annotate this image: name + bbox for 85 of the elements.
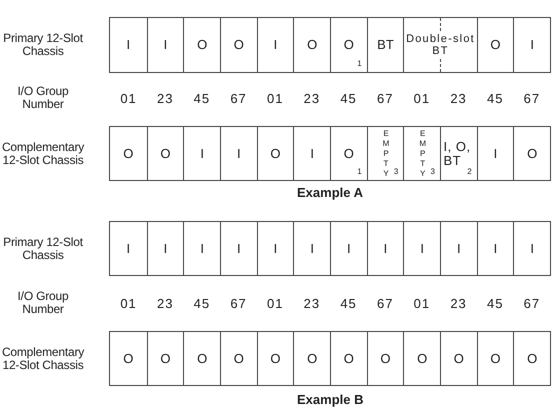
module-label: I [530,242,534,256]
module-label: O [344,352,354,366]
group-number: 01 [414,90,430,106]
module-label: O [307,38,318,52]
module-label: O [344,146,354,160]
module-label: I [237,242,241,256]
module-label: I, O, BT [444,140,472,168]
footnote-number: 1 [357,59,362,68]
module-label: O [454,352,464,366]
module-label: O [307,352,318,366]
chassis-label: Complementary 12-Slot Chassis [0,346,86,372]
row-label: I/O Group Number [16,85,70,111]
module-label: I [457,242,461,256]
group-number: 67 [524,296,540,310]
module-label: O [234,38,244,52]
module-label: I [237,146,241,160]
module-label: O [527,146,538,160]
module-label: I [384,242,388,256]
module-label: I [200,242,204,256]
footnote-number: 2 [467,167,472,176]
module-label: O [380,352,391,366]
module-label: O [197,38,208,52]
module-label: I [274,38,278,52]
group-number: 45 [487,296,504,310]
group-number: 67 [230,296,247,310]
group-number: 67 [524,90,540,106]
group-number: 01 [267,296,284,310]
module-label: O [527,352,538,366]
module-label: I [164,38,168,52]
group-number: 23 [304,296,320,310]
chassis-slot [403,18,477,72]
group-number: 01 [120,296,137,310]
footnote-number: 3 [394,167,398,176]
group-number: 23 [304,90,320,106]
module-label: I [126,242,130,256]
example-caption: Example B [297,392,364,406]
module-label: BT [377,38,394,52]
chassis-label: Primary 12-Slot Chassis [2,32,84,58]
footnote-number: 1 [357,167,362,176]
module-label: O [270,352,281,366]
example-caption: Example A [297,184,363,200]
group-number: 01 [267,90,284,106]
module-label: O [123,146,134,160]
module-label: O [344,38,354,52]
row-label: I/O Group Number [16,290,70,316]
group-number: 45 [194,296,210,310]
module-label: O [270,146,281,160]
module-label: I [494,146,498,160]
group-number: 45 [340,296,357,310]
module-label: O [197,352,208,366]
module-label: I [530,38,534,52]
module-label: I [347,242,351,256]
group-number: 01 [120,90,137,106]
module-label: I [420,242,424,256]
module-label: O [490,352,501,366]
module-label: O [160,352,171,366]
group-number: 23 [450,90,467,106]
group-number: 45 [340,90,357,106]
module-label: I [310,146,314,160]
group-number: 45 [194,90,210,106]
chassis-label: Primary 12-Slot Chassis [2,236,84,262]
group-number: 67 [377,90,394,106]
group-number: 01 [414,296,430,310]
group-number: 67 [377,296,394,310]
module-label: I [126,38,130,52]
module-label: O [123,352,134,366]
module-label: EMPTY [418,128,426,178]
module-label: O [417,352,428,366]
group-number: 23 [157,296,174,310]
module-label: I [164,242,168,256]
module-label: Double-slot BT [405,33,476,57]
module-label: I [200,146,204,160]
footnote-number: 3 [430,167,435,176]
group-number: 23 [157,90,174,106]
module-label: I [274,242,278,256]
group-number: 45 [487,90,504,106]
module-label: I [310,242,314,256]
group-number: 23 [450,296,467,310]
module-label: I [494,242,498,256]
group-number: 67 [230,90,247,106]
module-label: EMPTY [381,128,390,178]
chassis-label: Complementary 12-Slot Chassis [0,140,86,166]
module-label: O [234,352,244,366]
module-label: O [160,146,171,160]
module-label: O [490,38,501,52]
